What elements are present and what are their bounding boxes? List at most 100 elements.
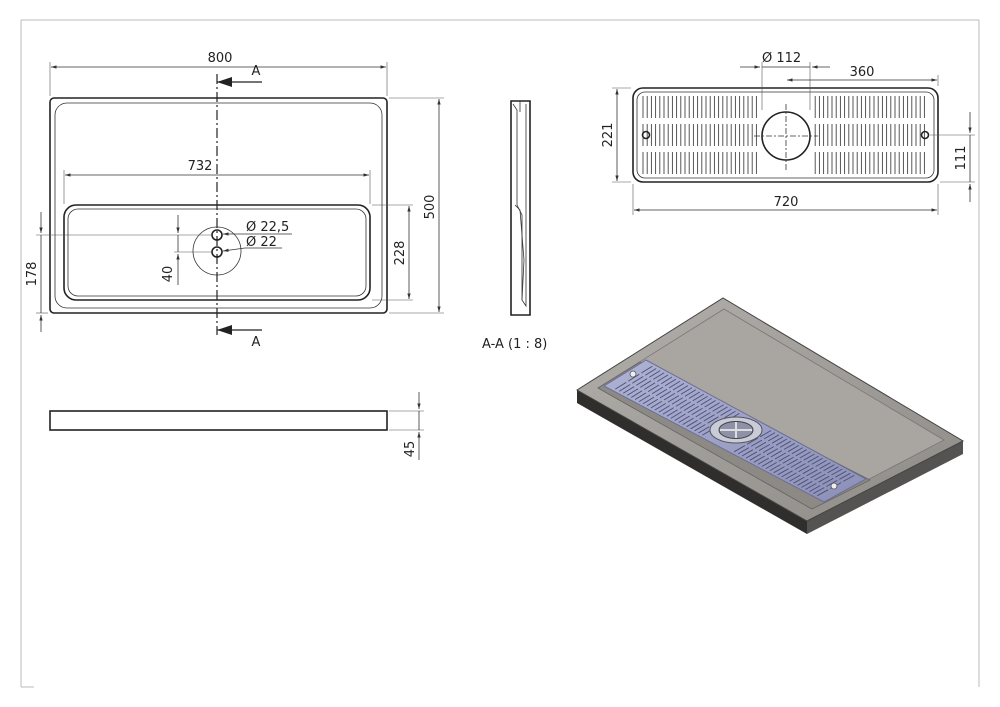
grate-slot-3d — [634, 392, 647, 400]
grate-slot-3d — [781, 470, 793, 478]
grate-slot-3d — [720, 408, 732, 416]
grate-slot-3d — [753, 455, 766, 463]
grate-slot-3d — [797, 478, 809, 486]
grate-slot-3d — [775, 438, 788, 446]
grate-slot-3d — [670, 411, 682, 419]
grate-slot-3d — [785, 472, 797, 480]
grate-slot-3d — [662, 407, 675, 415]
grate-slot-3d — [809, 485, 821, 492]
grate-slot-3d — [675, 399, 688, 407]
top-view — [36, 62, 444, 335]
dim-grate-length-720: 720 — [774, 195, 799, 210]
grate-slot-3d — [695, 410, 707, 418]
dim-grate-height-221: 221 — [601, 123, 616, 148]
grate-slot-3d — [799, 451, 811, 459]
grate-slot-3d — [667, 395, 680, 403]
grate-slot-3d — [773, 466, 785, 474]
grate-slot-3d — [649, 370, 661, 378]
dim-recess-228: 228 — [393, 241, 408, 266]
grate-slot-3d — [839, 472, 851, 480]
grate-slot-3d — [655, 388, 668, 397]
grate-slot-3d — [794, 463, 806, 470]
grate-slots-3d — [615, 365, 855, 497]
grate-slot-3d — [628, 373, 640, 382]
grate-slot-3d — [795, 449, 807, 457]
grate-slot-3d — [664, 378, 677, 387]
grate-slot-3d — [801, 480, 813, 488]
grate-slot-3d — [646, 398, 659, 407]
dim-half-length-360: 360 — [850, 65, 875, 80]
grate-slot-3d — [656, 374, 669, 382]
grate-slot-3d — [694, 424, 706, 432]
grate-slot-3d — [636, 378, 648, 386]
grate-slot-3d — [659, 390, 672, 399]
grate-slot-3d — [810, 471, 822, 479]
grate-slot-3d — [682, 417, 694, 425]
grate-slot-3d — [835, 470, 847, 478]
grate-slot-3d — [769, 464, 781, 471]
grate-slot-3d — [771, 436, 784, 444]
grate-slot-3d — [823, 464, 835, 472]
sheet-border — [20, 19, 980, 688]
grate-slot-3d — [818, 475, 830, 483]
dim-inner-width-732: 732 — [188, 159, 213, 174]
grate-slot-3d — [668, 380, 681, 389]
grate-slot-3d — [777, 468, 789, 476]
dim-hole-diameter-22-5: Ø 22,5 — [246, 220, 289, 235]
grate-slot-3d — [817, 489, 829, 497]
grate-slot-3d — [822, 477, 834, 485]
grate-slot-3d — [684, 389, 697, 397]
grate-slot-3d — [712, 404, 724, 412]
grate-slot-3d — [666, 409, 678, 417]
grate-slot-3d — [733, 445, 746, 453]
grate-slot-3d — [680, 387, 693, 395]
section-label: A-A (1 : 8) — [482, 337, 547, 352]
grate-slot-3d — [807, 455, 819, 463]
grate-slot-3d — [674, 413, 686, 421]
grate-slot-3d — [651, 386, 664, 395]
grate-slot-3d — [647, 384, 660, 392]
grate-slot-3d — [654, 403, 667, 411]
dim-thickness-45: 45 — [403, 441, 418, 458]
grate-slot-3d — [632, 376, 644, 384]
grate-slot-3d — [639, 380, 652, 388]
grate-slot-3d — [750, 439, 763, 447]
grate-slot-3d — [843, 475, 855, 482]
dim-hole-spacing-40: 40 — [161, 266, 176, 283]
grate-slot-3d — [630, 390, 643, 398]
grate-slot-3d — [658, 405, 671, 413]
grate-slot-3d — [793, 476, 805, 484]
dim-hole-height-111: 111 — [954, 146, 969, 171]
grate-slot-3d — [814, 473, 826, 481]
grate-slot-3d — [819, 462, 831, 470]
grate-slot-3d — [813, 487, 825, 494]
dim-drain-178: 178 — [25, 262, 40, 287]
grate-slot-3d — [671, 397, 684, 405]
grate-slot-3d — [746, 437, 759, 445]
grate-slot-3d — [767, 434, 780, 442]
dim-width-800: 800 — [208, 51, 233, 66]
grate-slot-3d — [698, 426, 710, 434]
grate-slots — [642, 96, 925, 174]
grate-slot-3d — [696, 395, 708, 404]
grate-slot-3d — [786, 458, 798, 466]
grate-slot-3d — [707, 416, 719, 424]
grate-slot-3d — [779, 440, 792, 448]
dim-center-hole-112: Ø 112 — [762, 51, 801, 66]
grate-slot-3d — [679, 401, 691, 409]
grate-slot-3d — [749, 453, 762, 461]
grate-slot-3d — [676, 385, 689, 393]
section-letter-bottom: A — [252, 335, 261, 350]
grate-slot-3d — [765, 462, 777, 469]
grate-slot-3d — [815, 460, 827, 467]
grate-slot-3d — [770, 450, 783, 458]
grate-slot-3d — [791, 447, 804, 455]
grate-slot-3d — [759, 430, 772, 438]
grate-slot-3d — [619, 384, 631, 392]
grate-slot-3d — [761, 459, 774, 467]
grate-slot-3d — [754, 441, 767, 449]
grate-slot-3d — [763, 432, 776, 440]
top-view-labels: 800 732 500 228 178 40 Ø 22,5 Ø 22 A A — [25, 51, 438, 350]
grate-slot-3d — [704, 400, 716, 408]
